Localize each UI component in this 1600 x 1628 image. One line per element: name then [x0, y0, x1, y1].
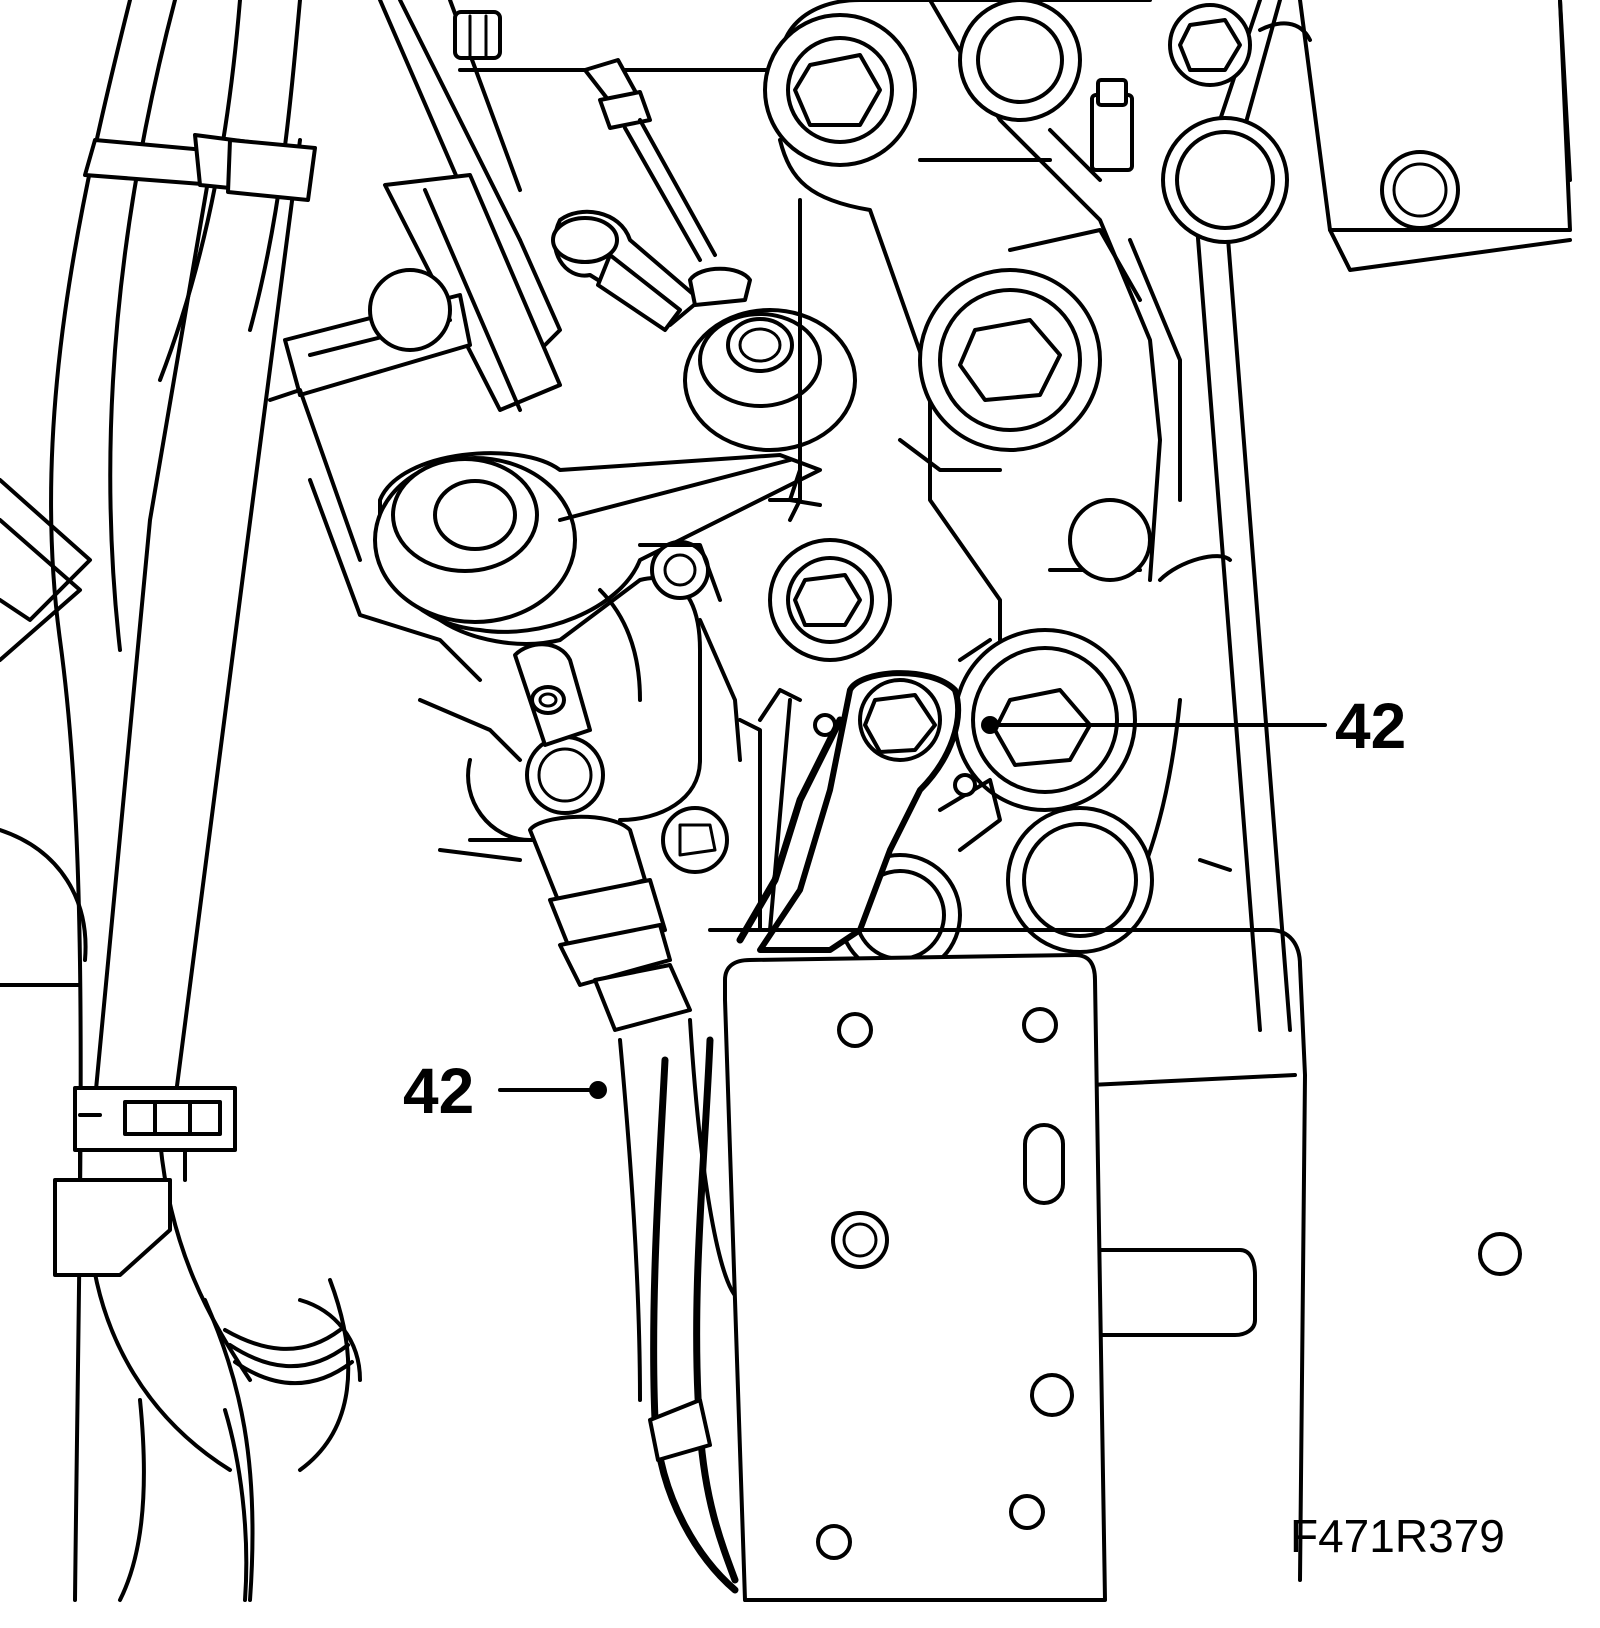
gear-linkage: [268, 0, 857, 682]
ground-cable: [618, 670, 962, 1594]
sensor-housing: [418, 540, 742, 942]
hose-clamp-upper: [83, 133, 317, 202]
hose-bend-lower: [223, 1298, 362, 1385]
callout-label: 42: [1335, 690, 1406, 762]
figure-id: F471R379: [1290, 1510, 1505, 1562]
hose-clamp-lower: [53, 1086, 237, 1277]
transmission-case: [738, 0, 1572, 1032]
callout-label: 42: [403, 1055, 474, 1127]
hose-assembly-left: [0, 0, 351, 1602]
callout-target-dot: [981, 716, 999, 734]
callout-42-lower: 42: [403, 1055, 607, 1127]
sensor-connector: [528, 806, 729, 1032]
cover-plate: [708, 928, 1522, 1602]
callout-target-dot: [589, 1081, 607, 1099]
callout-42-upper: 42: [981, 690, 1406, 762]
